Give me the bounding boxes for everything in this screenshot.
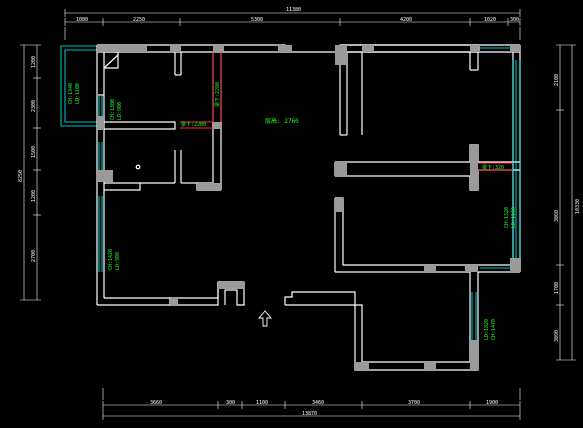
right-total-label: 10330 [575, 199, 581, 214]
arrow-up-icon [258, 310, 272, 327]
balcony-window-ld: LD:1100 [75, 83, 81, 104]
right-seg-1: 2100 [554, 74, 560, 86]
bath-window-ld: LD:900 [117, 102, 123, 120]
top-seg-5: 1020 [484, 17, 496, 23]
window-bath [98, 96, 103, 116]
left-total-label: 8250 [18, 170, 24, 182]
window-left-lower [98, 196, 103, 272]
bottom-total-label: 13870 [302, 411, 317, 417]
living-window-ch: CH:1420 [108, 249, 114, 270]
bottom-seg-3: 1100 [256, 400, 268, 406]
left-seg-4: 1200 [31, 190, 37, 202]
top-seg-6: 300 [510, 17, 519, 23]
bath-window-ch: CH:1300 [110, 99, 116, 120]
top-dimension-chain: 11380 1000 2250 5300 4200 1020 300 [64, 7, 521, 40]
right-seg-3: 1700 [554, 282, 560, 294]
top-seg-4: 4200 [400, 17, 412, 23]
left-seg-3: 1500 [31, 146, 37, 158]
right-seg-4: 3090 [554, 330, 560, 342]
beam-label-3: 梁下:320 [482, 164, 504, 171]
left-seg-1: 1200 [31, 56, 37, 68]
right-window-ch: CH:1320 [504, 207, 510, 228]
right-dimension-chain: 2100 3060 1700 3090 10330 [554, 44, 581, 361]
right-seg-2: 3060 [554, 210, 560, 222]
beams [180, 52, 513, 171]
walls [60, 44, 521, 371]
bottom-seg-2: 300 [226, 400, 235, 406]
columns [97, 45, 520, 370]
balcony-window-ch: CH:1340 [68, 83, 74, 104]
right-window-ld: LD:1100 [511, 207, 517, 228]
bottom-seg-4: 3460 [312, 400, 324, 406]
bottom-right-window-ch: CH:1470 [491, 319, 497, 340]
window-left-middle [98, 142, 103, 170]
top-seg-1: 1000 [76, 17, 88, 23]
bottom-dimension-chain: 3660 300 1100 3460 3700 1900 13870 [102, 388, 521, 420]
left-dimension-chain: 8250 1200 2300 1500 1200 2700 [18, 44, 41, 301]
left-seg-2: 2300 [31, 100, 37, 112]
window-right-lower [471, 267, 510, 340]
annotations: 层高: 2760 梁下:2280 梁下:2280 梁下:320 CH:1340 … [68, 82, 517, 340]
windows [98, 47, 521, 340]
top-seg-3: 5300 [251, 17, 263, 23]
top-seg-2: 2250 [133, 17, 145, 23]
living-window-ld: LD:900 [115, 252, 121, 270]
beam-label-1: 梁下:2280 [181, 121, 206, 128]
bottom-seg-6: 1900 [486, 400, 498, 406]
beam-label-2: 梁下:2280 [214, 82, 221, 107]
top-total-label: 11380 [286, 7, 301, 13]
ceiling-height-label: 层高: 2760 [265, 117, 299, 125]
window-right-upper [478, 47, 521, 258]
bottom-seg-1: 3660 [150, 400, 162, 406]
bottom-seg-5: 3700 [408, 400, 420, 406]
balcony-railing [60, 45, 97, 127]
left-seg-5: 2700 [31, 250, 37, 262]
bottom-right-window-ld: LD:1820 [484, 319, 490, 340]
